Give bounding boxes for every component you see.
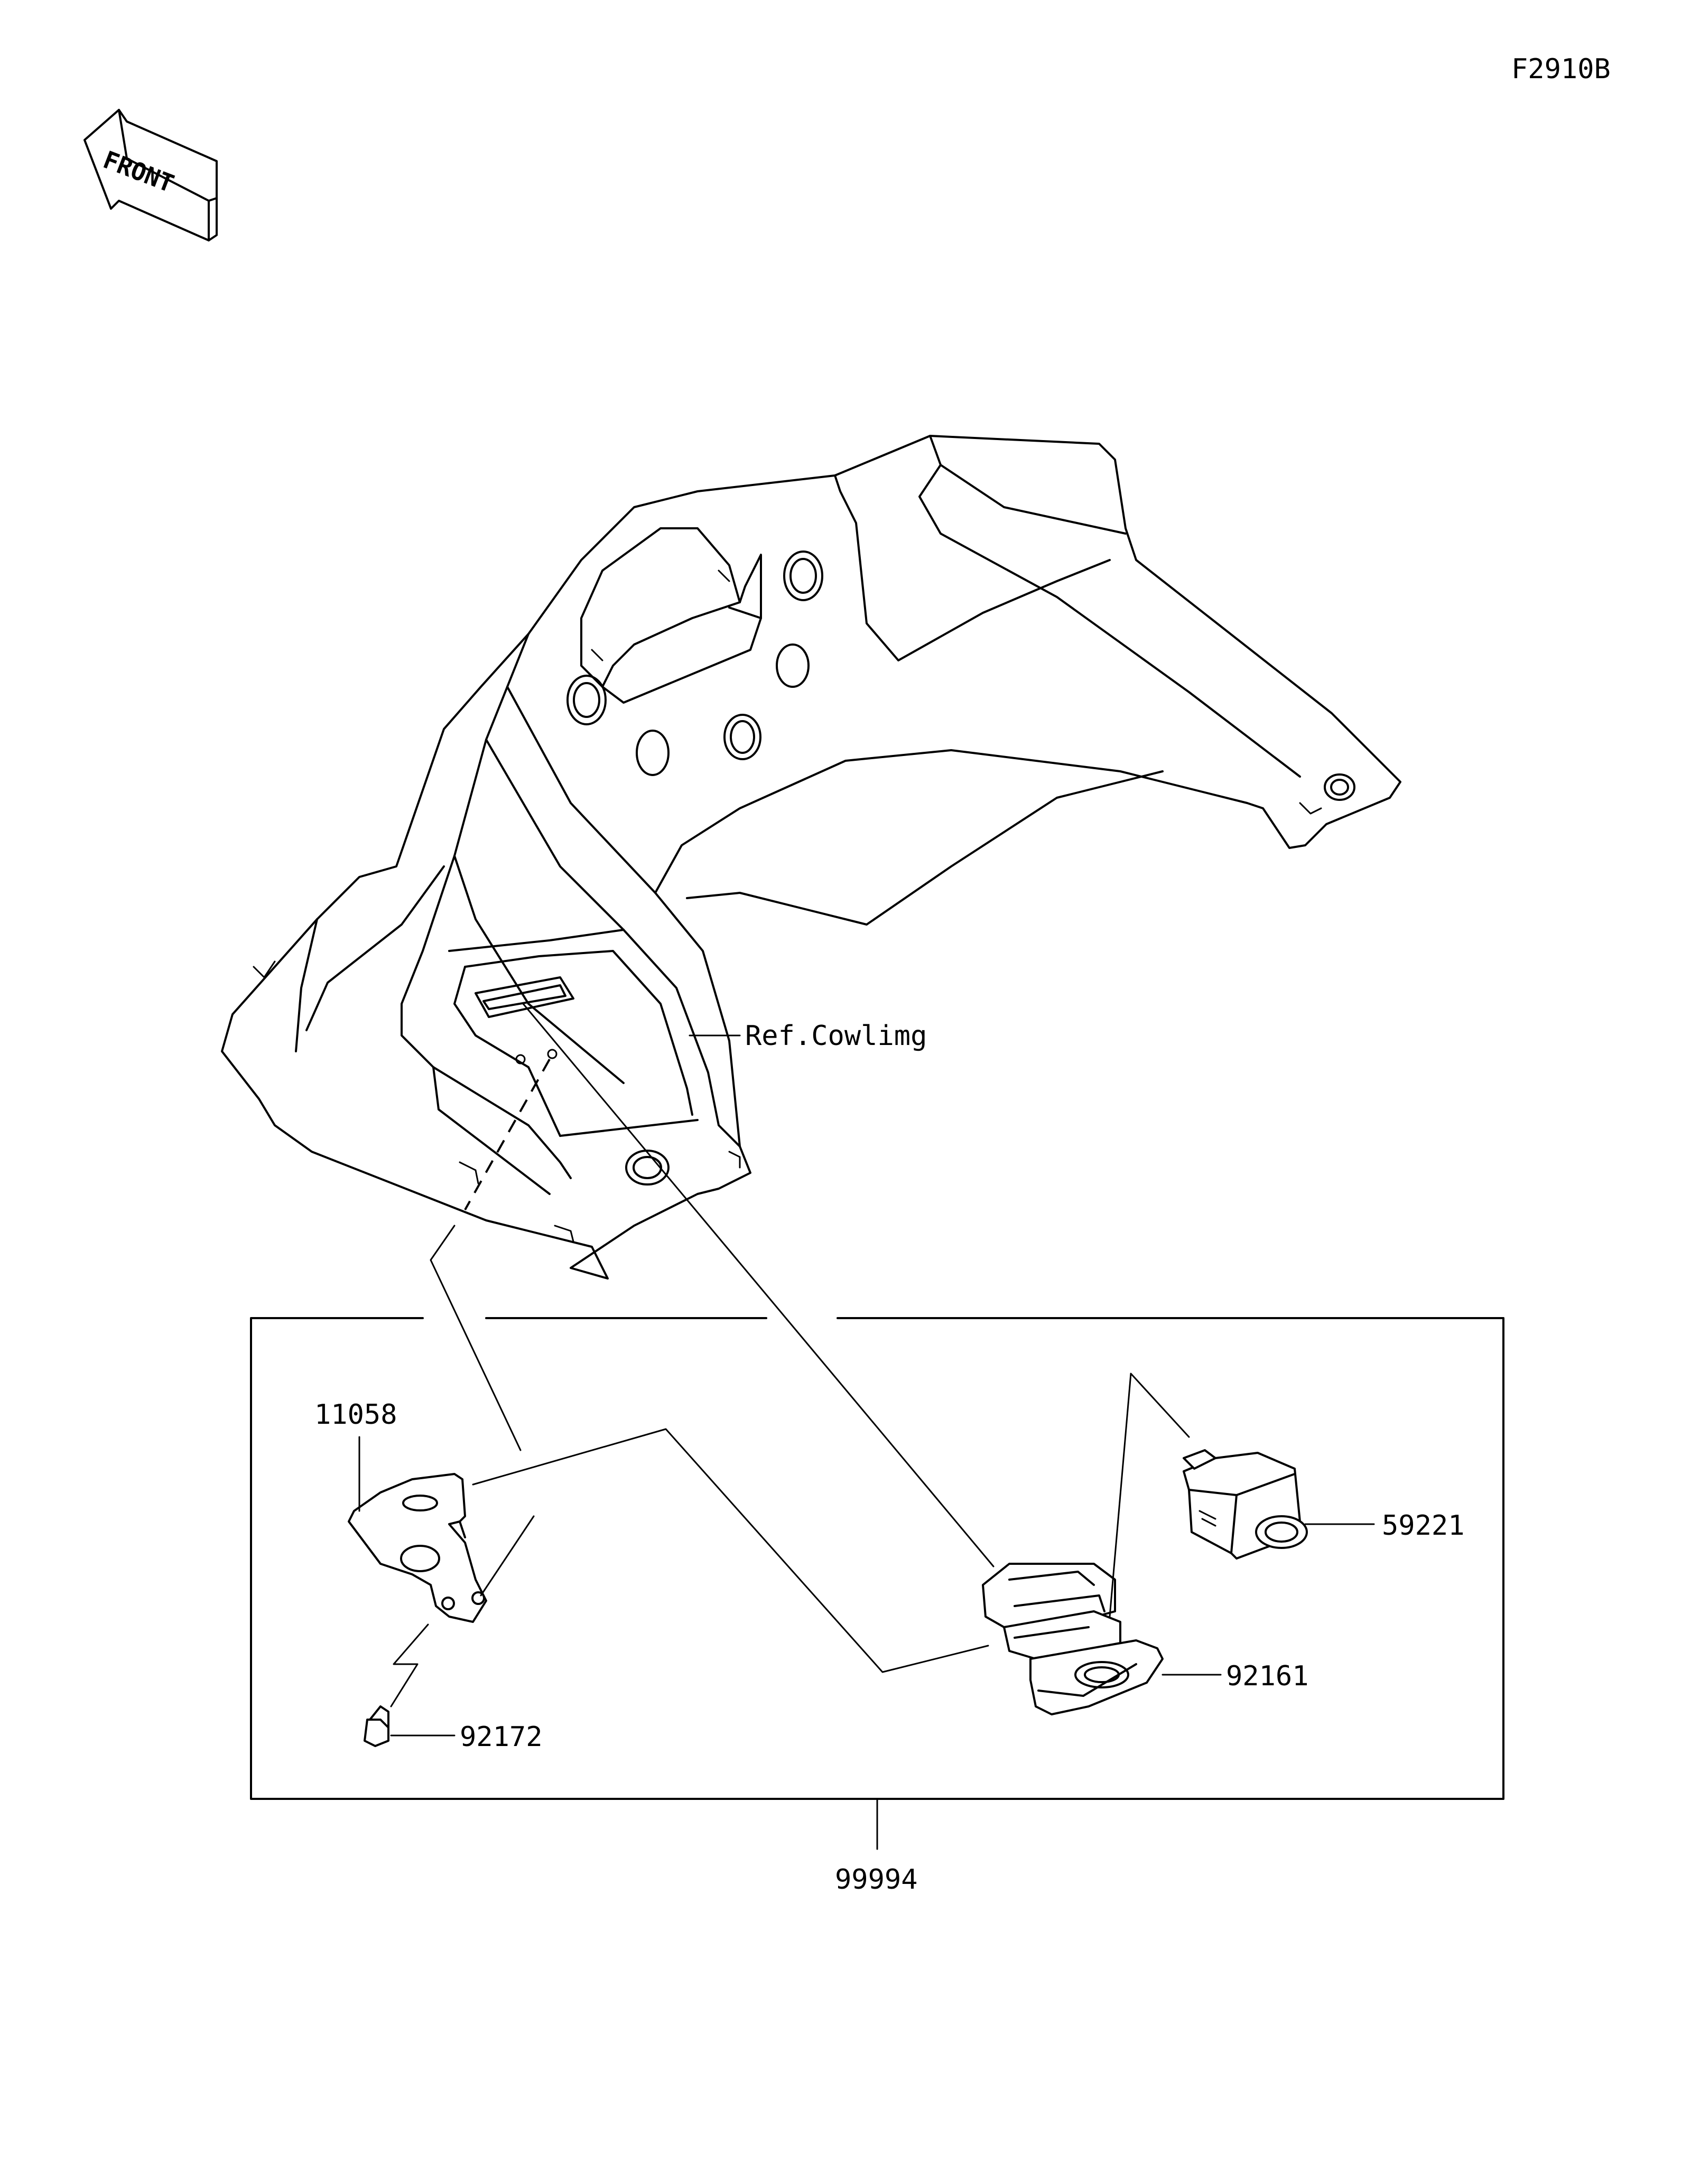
front-arrow-icon: FRONT xyxy=(83,109,218,241)
figure-code: F2910B xyxy=(1511,53,1611,85)
cowling-outline xyxy=(221,435,1401,1280)
part-number-92161: 92161 xyxy=(1226,1660,1309,1692)
part-number-59221: 59221 xyxy=(1382,1510,1465,1542)
leader-socket-to-module xyxy=(1109,1373,1190,1618)
leader-bracket-diagonal xyxy=(480,1515,535,1597)
socket-part xyxy=(982,1563,1164,1715)
leader-bracket-to-socket xyxy=(472,1428,989,1673)
module-part xyxy=(1183,1449,1308,1560)
leader-bracket-to-cowling xyxy=(430,1225,522,1451)
bracket-part xyxy=(348,1473,487,1623)
ref-cowling-label: Ref.Cowlimg xyxy=(745,1020,927,1052)
leader-bracket-to-bolt xyxy=(390,1623,429,1707)
bolt-part xyxy=(364,1705,389,1747)
mounting-dashed-line xyxy=(464,1059,551,1210)
leader-socket-to-cowling xyxy=(522,1003,995,1567)
part-number-99994: 99994 xyxy=(835,1864,918,1896)
part-number-92172: 92172 xyxy=(460,1721,543,1753)
part-number-11058: 11058 xyxy=(314,1399,397,1431)
